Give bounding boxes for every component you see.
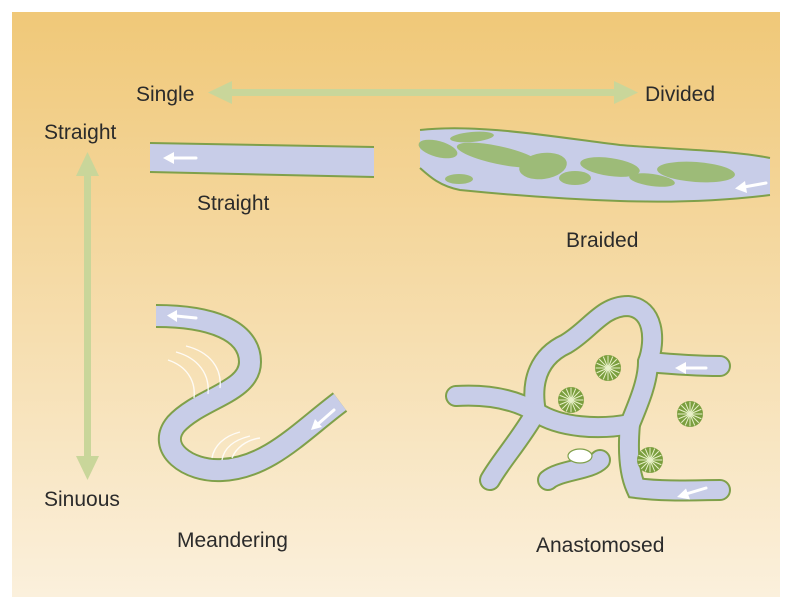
small-island xyxy=(568,449,592,463)
anastomosed-channel-label: Anastomosed xyxy=(536,534,664,557)
braided-channel-label: Braided xyxy=(566,229,638,252)
straight-channel xyxy=(150,143,374,177)
meandering-channel-label: Meandering xyxy=(177,529,288,552)
divided-label: Divided xyxy=(645,83,715,106)
single-label: Single xyxy=(136,83,194,106)
straight-axis-label: Straight xyxy=(44,121,117,144)
straight-channel-label: Straight xyxy=(197,192,270,215)
sinuous-axis-label: Sinuous xyxy=(44,488,120,511)
